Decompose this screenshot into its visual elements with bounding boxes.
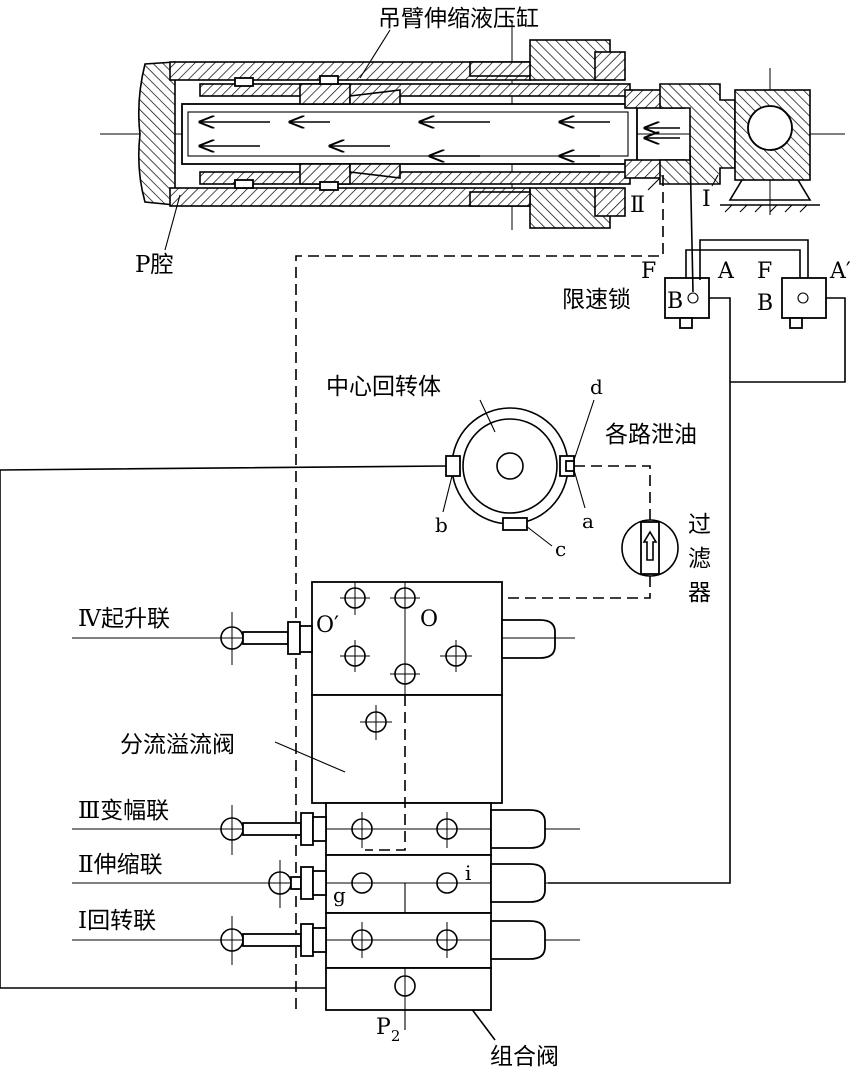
hoist-section — [72, 581, 575, 696]
filter-char-2: 滤 — [688, 546, 711, 572]
lock1-port-a: A — [717, 259, 735, 284]
divider-valve-label: 分流溢流阀 — [120, 732, 235, 758]
lock1-port-b: B — [667, 289, 683, 314]
center-swivel — [442, 399, 595, 547]
roman-2-top-label: Ⅱ — [630, 193, 645, 218]
port-c-label: c — [555, 537, 566, 561]
p2-label: P2 — [376, 1015, 400, 1045]
filter-char-3: 器 — [688, 580, 711, 606]
port-i-label: i — [465, 861, 471, 885]
lock2-port-b: B — [757, 291, 773, 316]
boom-cylinder-label: 吊臂伸缩液压缸 — [378, 6, 539, 32]
speed-lock-2 — [781, 277, 827, 329]
lock2-port-f: F — [757, 259, 772, 284]
boom-telescopic-cylinder — [100, 20, 845, 251]
divider-relief-valve — [274, 694, 503, 804]
port-o-label: O — [420, 607, 438, 632]
filter-char-1: 过 — [688, 512, 711, 538]
hoist-label: Ⅳ起升联 — [78, 606, 170, 632]
luffing-section — [72, 802, 580, 856]
lock1-port-f: F — [641, 259, 656, 284]
internal-pilot-line — [365, 695, 406, 851]
filter-return-line — [500, 576, 651, 599]
speed-lock-label: 限速锁 — [562, 287, 631, 313]
lock-lines — [548, 149, 846, 884]
combined-valve-label: 组合阀 — [490, 1044, 559, 1070]
filter — [621, 519, 679, 577]
drain-label: 各路泄油 — [605, 422, 697, 448]
p-chamber-label: P腔 — [135, 252, 173, 278]
drain-line — [574, 465, 651, 520]
port-b-label: b — [435, 513, 448, 537]
center-swivel-label: 中心回转体 — [326, 374, 441, 400]
port-o-prime-label: O′ — [316, 613, 339, 638]
telescoping-label: Ⅱ伸缩联 — [78, 852, 163, 878]
telescoping-section — [72, 854, 548, 1030]
port-g-label: g — [333, 883, 346, 907]
roman-1-top-label: Ⅰ — [702, 187, 711, 212]
inlet-section — [325, 967, 492, 1030]
slewing-label: Ⅰ回转联 — [78, 908, 156, 934]
luffing-label: Ⅲ变幅联 — [78, 798, 169, 824]
lock2-port-a: A′ — [829, 259, 851, 284]
port-a-label: a — [582, 509, 594, 533]
port-d-label: d — [590, 375, 603, 399]
slewing-section — [72, 912, 580, 969]
